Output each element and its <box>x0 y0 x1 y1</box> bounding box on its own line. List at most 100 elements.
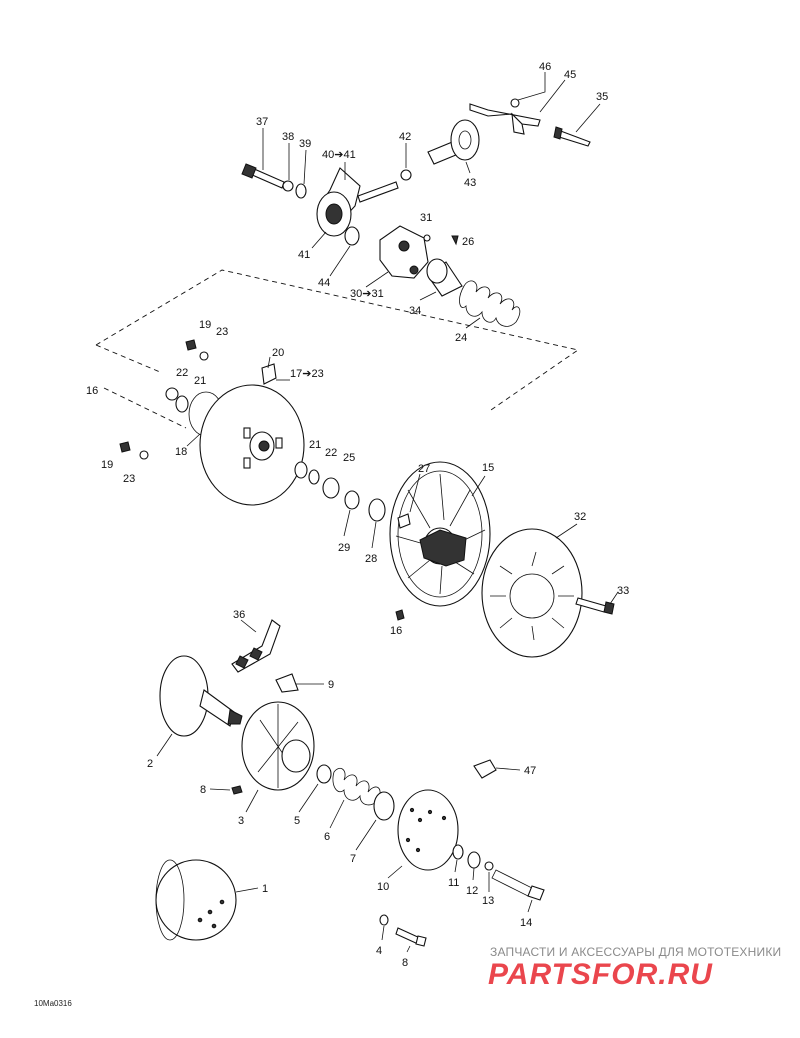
washer-23a <box>199 351 209 361</box>
callout-36: 36 <box>233 609 245 621</box>
partsfor-logo: PARTSFOR.RU <box>488 958 713 991</box>
callout-8-left: 8 <box>200 784 206 796</box>
callout-20: 20 <box>272 347 284 359</box>
leader-34 <box>419 291 437 301</box>
nut-42 <box>400 169 412 181</box>
callout-39: 39 <box>299 138 311 150</box>
callout-17-23: 17➔23 <box>290 368 324 380</box>
cap-1 <box>155 859 237 941</box>
bushing-22a <box>165 387 179 401</box>
callout-16-left: 16 <box>86 385 98 397</box>
callout-30-31: 30➔31 <box>350 288 384 300</box>
leader-33 <box>609 591 619 605</box>
diagram-code: 10Ma0316 <box>34 999 72 1008</box>
leader-44 <box>329 245 351 277</box>
callout-25: 25 <box>343 452 355 464</box>
partsfor-logo-text: PARTSFOR.RU <box>488 958 713 991</box>
callout-18: 18 <box>175 446 187 458</box>
callout-21-left: 21 <box>194 375 206 387</box>
leader-14 <box>527 899 533 913</box>
leader-12 <box>472 867 475 881</box>
callout-32: 32 <box>574 511 586 523</box>
leader-10 <box>387 865 403 879</box>
leader-43 <box>465 161 471 174</box>
callout-26: 26 <box>462 236 474 248</box>
leader-28 <box>371 521 377 549</box>
callout-13: 13 <box>482 895 494 907</box>
leader-39 <box>303 149 307 185</box>
washer-28 <box>368 498 386 522</box>
leader-35 <box>575 103 601 133</box>
leader-45 <box>539 79 566 113</box>
leader-29 <box>343 509 351 537</box>
callout-44: 44 <box>318 277 330 289</box>
callout-9: 9 <box>328 679 334 691</box>
sliding-sheave-3 <box>241 701 315 791</box>
leader-24 <box>465 317 481 329</box>
leader-27 <box>409 473 421 513</box>
leader-5 <box>298 783 319 813</box>
callout-1: 1 <box>262 883 268 895</box>
callout-22-mid: 22 <box>325 447 337 459</box>
callout-19-top: 19 <box>199 319 211 331</box>
leader-8a <box>209 788 231 791</box>
leader-18 <box>186 433 201 447</box>
leader-8b <box>406 945 411 953</box>
leader-4 <box>381 925 385 941</box>
washer-38 <box>282 180 294 192</box>
leader-2 <box>156 733 173 757</box>
bracket-45 <box>469 103 541 135</box>
washer-39 <box>295 183 307 199</box>
callout-7: 7 <box>350 853 356 865</box>
bolt-14 <box>491 869 545 901</box>
callout-34: 34 <box>409 305 421 317</box>
label-47 <box>473 759 497 779</box>
cover-10 <box>397 789 459 871</box>
ramp-9 <box>275 673 299 693</box>
leader-16 <box>103 387 187 429</box>
callout-47: 47 <box>524 765 536 777</box>
part-27 <box>397 513 411 529</box>
callout-8-bottom: 8 <box>402 957 408 969</box>
dashed-group-outline-left <box>95 344 161 373</box>
callout-21-mid: 21 <box>309 439 321 451</box>
fixed-sheave-2 <box>159 655 243 737</box>
plate-32 <box>481 528 583 658</box>
callout-12: 12 <box>466 885 478 897</box>
leader-7 <box>355 819 377 851</box>
callout-45: 45 <box>564 69 576 81</box>
grease-16b <box>395 609 405 621</box>
washer-25 <box>322 477 340 499</box>
washer-44 <box>344 226 360 246</box>
leader-41 <box>311 231 327 249</box>
washer-5 <box>316 764 332 784</box>
washer-12 <box>467 851 481 869</box>
dashed-group-outline <box>95 269 580 413</box>
bushing-22b <box>308 469 320 485</box>
leader-3 <box>245 789 259 813</box>
leader-20 <box>267 356 271 369</box>
leader-15 <box>471 475 486 497</box>
callout-23-bottom: 23 <box>123 473 135 485</box>
rollers-36 <box>231 619 281 673</box>
callout-16-bottom: 16 <box>390 625 402 637</box>
bushing-34 <box>426 258 463 297</box>
callout-31: 31 <box>420 212 432 224</box>
bolt-37 <box>241 163 285 189</box>
callout-2: 2 <box>147 758 153 770</box>
callout-46: 46 <box>539 61 551 73</box>
screw-33 <box>575 597 615 615</box>
bolt-35 <box>553 126 591 147</box>
callout-11: 11 <box>448 877 459 889</box>
callout-15: 15 <box>482 462 494 474</box>
bushing-21a <box>175 395 189 413</box>
spider-15 <box>389 461 491 607</box>
screw-19a <box>185 339 197 351</box>
housing-30 <box>379 225 429 279</box>
spring-6 <box>332 767 381 806</box>
leader-11 <box>454 859 458 873</box>
screw-19b <box>119 441 131 453</box>
callout-28: 28 <box>365 553 377 565</box>
callout-5: 5 <box>294 815 300 827</box>
